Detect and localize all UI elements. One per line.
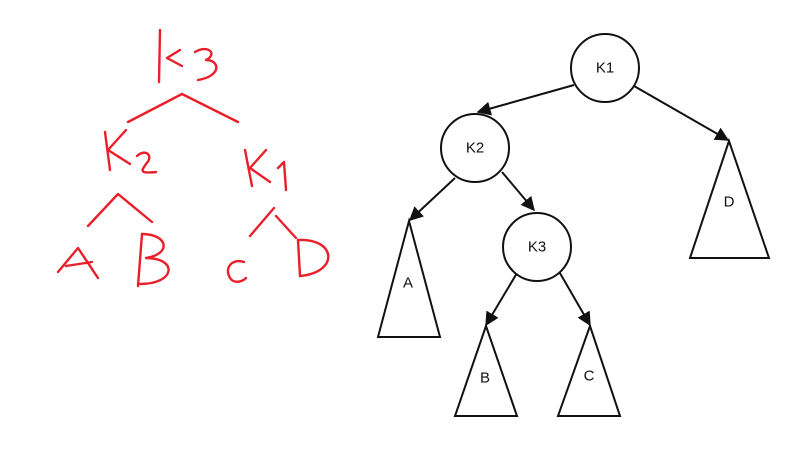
node-k2: K2 — [440, 113, 510, 183]
edge-k2-k3 — [501, 171, 535, 212]
tree-diagram: K1 K2 K3 A B C D — [376, 33, 771, 417]
sketch-label-a — [56, 246, 100, 280]
node-k1: K1 — [570, 33, 640, 103]
subtree-d-label: D — [724, 194, 735, 211]
sketch-label-k2 — [103, 128, 158, 174]
sketch-edge-k2 — [86, 192, 154, 228]
edge-k3-c — [556, 267, 591, 327]
edge-k1-d — [633, 85, 730, 141]
subtree-d: D — [688, 137, 771, 259]
sketch-label-c — [226, 259, 248, 283]
subtree-b-label: B — [480, 370, 490, 387]
sketch-label-k3 — [157, 28, 218, 84]
node-k2-label: K2 — [466, 140, 484, 157]
edge-k2-a — [408, 177, 456, 221]
sketch-label-b — [136, 232, 170, 288]
node-k3: K3 — [502, 212, 572, 282]
subtree-c: C — [556, 322, 622, 417]
subtree-a: A — [376, 217, 442, 338]
edge-k1-k2 — [476, 84, 575, 116]
sketch-edge-k3 — [126, 92, 240, 124]
node-k1-label: K1 — [596, 60, 614, 77]
sketch-edge-k1 — [248, 206, 298, 240]
handwritten-sketch — [56, 28, 330, 288]
sketch-label-k1 — [243, 148, 288, 192]
subtree-b: B — [453, 322, 519, 417]
subtree-a-label: A — [403, 275, 413, 292]
sketch-label-d — [296, 238, 330, 278]
node-k3-label: K3 — [528, 239, 546, 256]
subtree-c-label: C — [584, 368, 595, 385]
edge-k3-b — [485, 267, 521, 327]
